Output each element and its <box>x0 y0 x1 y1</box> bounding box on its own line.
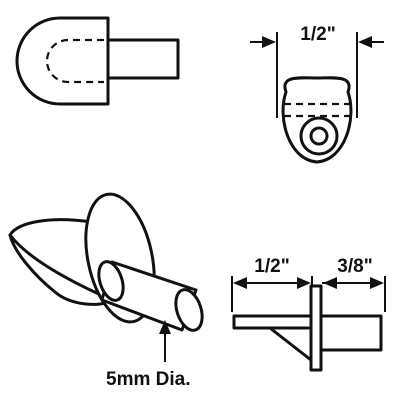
end-view: 1/2" <box>250 24 384 164</box>
perspective-pin-base <box>97 260 125 302</box>
end-view-arrow-right <box>358 36 372 48</box>
side-view-arrow-2 <box>297 277 311 289</box>
end-view-pin-outer <box>299 116 339 156</box>
callout-arrow <box>159 320 171 334</box>
side-view-pin <box>319 314 383 352</box>
side-view-arrow-1 <box>233 277 247 289</box>
side-view-right-dim-label: 3/8" <box>337 256 372 277</box>
side-view-left-dim-label: 1/2" <box>254 256 289 277</box>
perspective-ledge-edge <box>8 233 114 302</box>
end-view-width-label: 1/2" <box>300 24 335 45</box>
top-view <box>15 16 180 106</box>
end-view-pin-inner <box>309 126 329 146</box>
perspective-view: 5mm Dia. <box>8 192 204 390</box>
side-view-arrow-4 <box>370 277 384 289</box>
side-view: 1/2" 3/8" <box>231 256 386 372</box>
perspective-pin-end <box>174 288 204 332</box>
top-view-hidden-outline <box>45 38 104 84</box>
pin-diameter-label: 5mm Dia. <box>106 369 190 390</box>
top-view-body <box>15 16 110 106</box>
end-view-arrow-left <box>262 36 276 48</box>
side-view-ledge <box>232 314 313 330</box>
side-view-gusset <box>268 326 313 362</box>
side-view-arrow-3 <box>323 277 337 289</box>
top-view-pin <box>100 38 180 80</box>
